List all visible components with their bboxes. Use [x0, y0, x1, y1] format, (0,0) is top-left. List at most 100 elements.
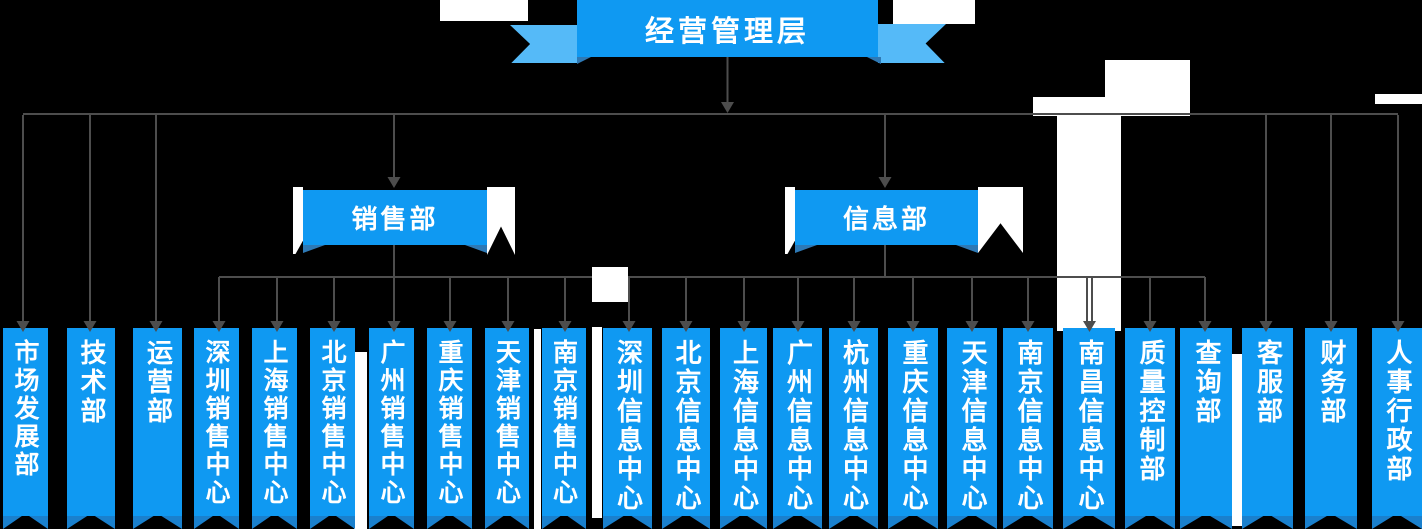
leaf-ribbon-body: 质量控制部 [1125, 328, 1175, 516]
leaf-ribbon-body: 上海信息中心 [720, 328, 767, 516]
leaf-ribbon-swallowtail [427, 516, 472, 529]
leaf-ribbon-body: 重庆销售中心 [427, 328, 472, 516]
leaf-ribbon-16: 重庆信息中心 [888, 328, 938, 529]
info-node-label: 信息部 [842, 205, 930, 235]
white-mask-artifact-3 [1057, 116, 1121, 331]
leaf-ribbon-swallowtail [3, 516, 48, 529]
leaf-ribbon-swallowtail [133, 516, 182, 529]
leaf-ribbon-body: 运营部 [133, 328, 182, 516]
leaf-ribbon-swallowtail [194, 516, 239, 529]
leaf-ribbon-swallowtail [603, 516, 652, 529]
leaf-ribbon-body: 客服部 [1242, 328, 1293, 516]
leaf-ribbon-swallowtail [1242, 516, 1293, 529]
leaf-ribbon-label: 深圳销售中心 [202, 339, 231, 507]
leaf-ribbon-label: 客服部 [1252, 339, 1283, 426]
leaf-ribbon-22: 客服部 [1242, 328, 1293, 529]
leaf-ribbon-body: 深圳信息中心 [603, 328, 652, 516]
leaf-ribbon-3: 运营部 [133, 328, 182, 529]
white-mask-artifact-7 [534, 329, 541, 529]
leaf-ribbon-body: 广州信息中心 [773, 328, 822, 516]
leaf-ribbon-swallowtail [67, 516, 115, 529]
leaf-ribbon-label: 广州销售中心 [377, 339, 406, 507]
leaf-ribbon-swallowtail [1125, 516, 1175, 529]
leaf-ribbon-body: 财务部 [1305, 328, 1357, 516]
leaf-ribbon-body: 北京销售中心 [310, 328, 355, 516]
leaf-ribbon-14: 广州信息中心 [773, 328, 822, 529]
info-banner-fold-left [795, 245, 817, 253]
leaf-ribbon-label: 南京销售中心 [549, 339, 579, 507]
leaf-ribbon-swallowtail [773, 516, 822, 529]
leaf-ribbon-15: 杭州信息中心 [829, 328, 878, 529]
leaf-ribbon-body: 深圳销售中心 [194, 328, 239, 516]
leaf-ribbon-6: 北京销售中心 [310, 328, 355, 529]
leaf-ribbon-label: 技术部 [76, 339, 106, 426]
sales-banner-fold-right [465, 245, 487, 253]
root-banner-ribbon-tail-right [878, 24, 946, 63]
white-mask-artifact-2 [1033, 97, 1105, 116]
leaf-ribbon-body: 市场发展部 [3, 328, 48, 516]
leaf-ribbon-swallowtail [1180, 516, 1232, 529]
leaf-ribbon-label: 杭州信息中心 [838, 339, 869, 513]
leaf-ribbon-swallowtail [485, 516, 529, 529]
leaf-ribbon-swallowtail [1372, 516, 1422, 529]
leaf-ribbon-swallowtail [369, 516, 414, 529]
leaf-ribbon-2: 技术部 [67, 328, 115, 529]
leaf-ribbon-swallowtail [1305, 516, 1357, 529]
leaf-ribbon-body: 天津销售中心 [485, 328, 529, 516]
leaf-ribbon-label: 天津销售中心 [492, 339, 522, 507]
sales-banner-fold-left [303, 245, 325, 253]
info-banner-ribbon-tail-left [785, 187, 795, 254]
root-banner-white-patch-right [893, 0, 975, 24]
root-banner-ribbon-tail-left [510, 25, 577, 63]
root-banner-fold-right [867, 57, 881, 64]
leaf-ribbon-12: 北京信息中心 [662, 328, 710, 529]
white-mask-artifact-6 [354, 352, 367, 529]
white-mask-artifact-8 [592, 327, 602, 518]
sales-banner-ribbon-tail-left [293, 187, 303, 254]
sales-node-label: 销售部 [351, 205, 439, 235]
leaf-ribbon-label: 市场发展部 [11, 339, 40, 479]
leaf-ribbon-label: 南京信息中心 [1013, 339, 1043, 513]
leaf-ribbon-body: 南京信息中心 [1003, 328, 1053, 516]
leaf-ribbon-9: 天津销售中心 [485, 328, 529, 529]
leaf-ribbon-21: 查询部 [1180, 328, 1232, 529]
leaf-ribbon-8: 重庆销售中心 [427, 328, 472, 529]
sales-node: 销售部 [303, 190, 487, 245]
leaf-ribbon-swallowtail [542, 516, 586, 529]
leaf-ribbon-label: 南昌信息中心 [1074, 339, 1104, 513]
leaf-ribbon-body: 技术部 [67, 328, 115, 516]
leaf-ribbon-label: 财务部 [1316, 339, 1346, 426]
leaf-ribbon-body: 广州销售中心 [369, 328, 414, 516]
leaf-ribbon-swallowtail [1003, 516, 1053, 529]
leaf-ribbon-label: 广州信息中心 [782, 339, 813, 513]
root-banner-white-patch-left [440, 0, 528, 21]
leaf-ribbon-5: 上海销售中心 [252, 328, 297, 529]
leaf-ribbon-label: 天津信息中心 [957, 339, 987, 513]
leaf-ribbon-label: 北京信息中心 [671, 339, 701, 513]
white-mask-artifact-5 [592, 267, 628, 302]
leaf-ribbon-body: 查询部 [1180, 328, 1232, 516]
sales-banner-ribbon-tail-right [487, 187, 515, 255]
leaf-ribbon-label: 上海信息中心 [728, 339, 759, 513]
white-mask-artifact-1 [1105, 60, 1190, 116]
info-node: 信息部 [795, 190, 978, 245]
leaf-ribbon-label: 人事行政部 [1382, 339, 1412, 484]
leaf-ribbon-swallowtail [829, 516, 878, 529]
leaf-ribbon-label: 北京销售中心 [318, 339, 347, 507]
leaf-ribbon-swallowtail [947, 516, 997, 529]
leaf-ribbon-7: 广州销售中心 [369, 328, 414, 529]
leaf-ribbon-18: 南京信息中心 [1003, 328, 1053, 529]
leaf-ribbon-label: 上海销售中心 [260, 339, 289, 507]
leaf-ribbon-body: 杭州信息中心 [829, 328, 878, 516]
leaf-ribbon-24: 人事行政部 [1372, 328, 1422, 529]
leaf-ribbon-19: 南昌信息中心 [1063, 328, 1115, 529]
white-mask-artifact-4 [1375, 94, 1422, 104]
leaf-ribbon-label: 查询部 [1191, 339, 1221, 426]
leaf-ribbon-body: 人事行政部 [1372, 328, 1422, 516]
leaf-ribbon-4: 深圳销售中心 [194, 328, 239, 529]
leaf-ribbon-20: 质量控制部 [1125, 328, 1175, 529]
leaf-ribbon-body: 南京销售中心 [542, 328, 586, 516]
root-banner-fold-left [577, 57, 591, 64]
leaf-ribbon-swallowtail [252, 516, 297, 529]
